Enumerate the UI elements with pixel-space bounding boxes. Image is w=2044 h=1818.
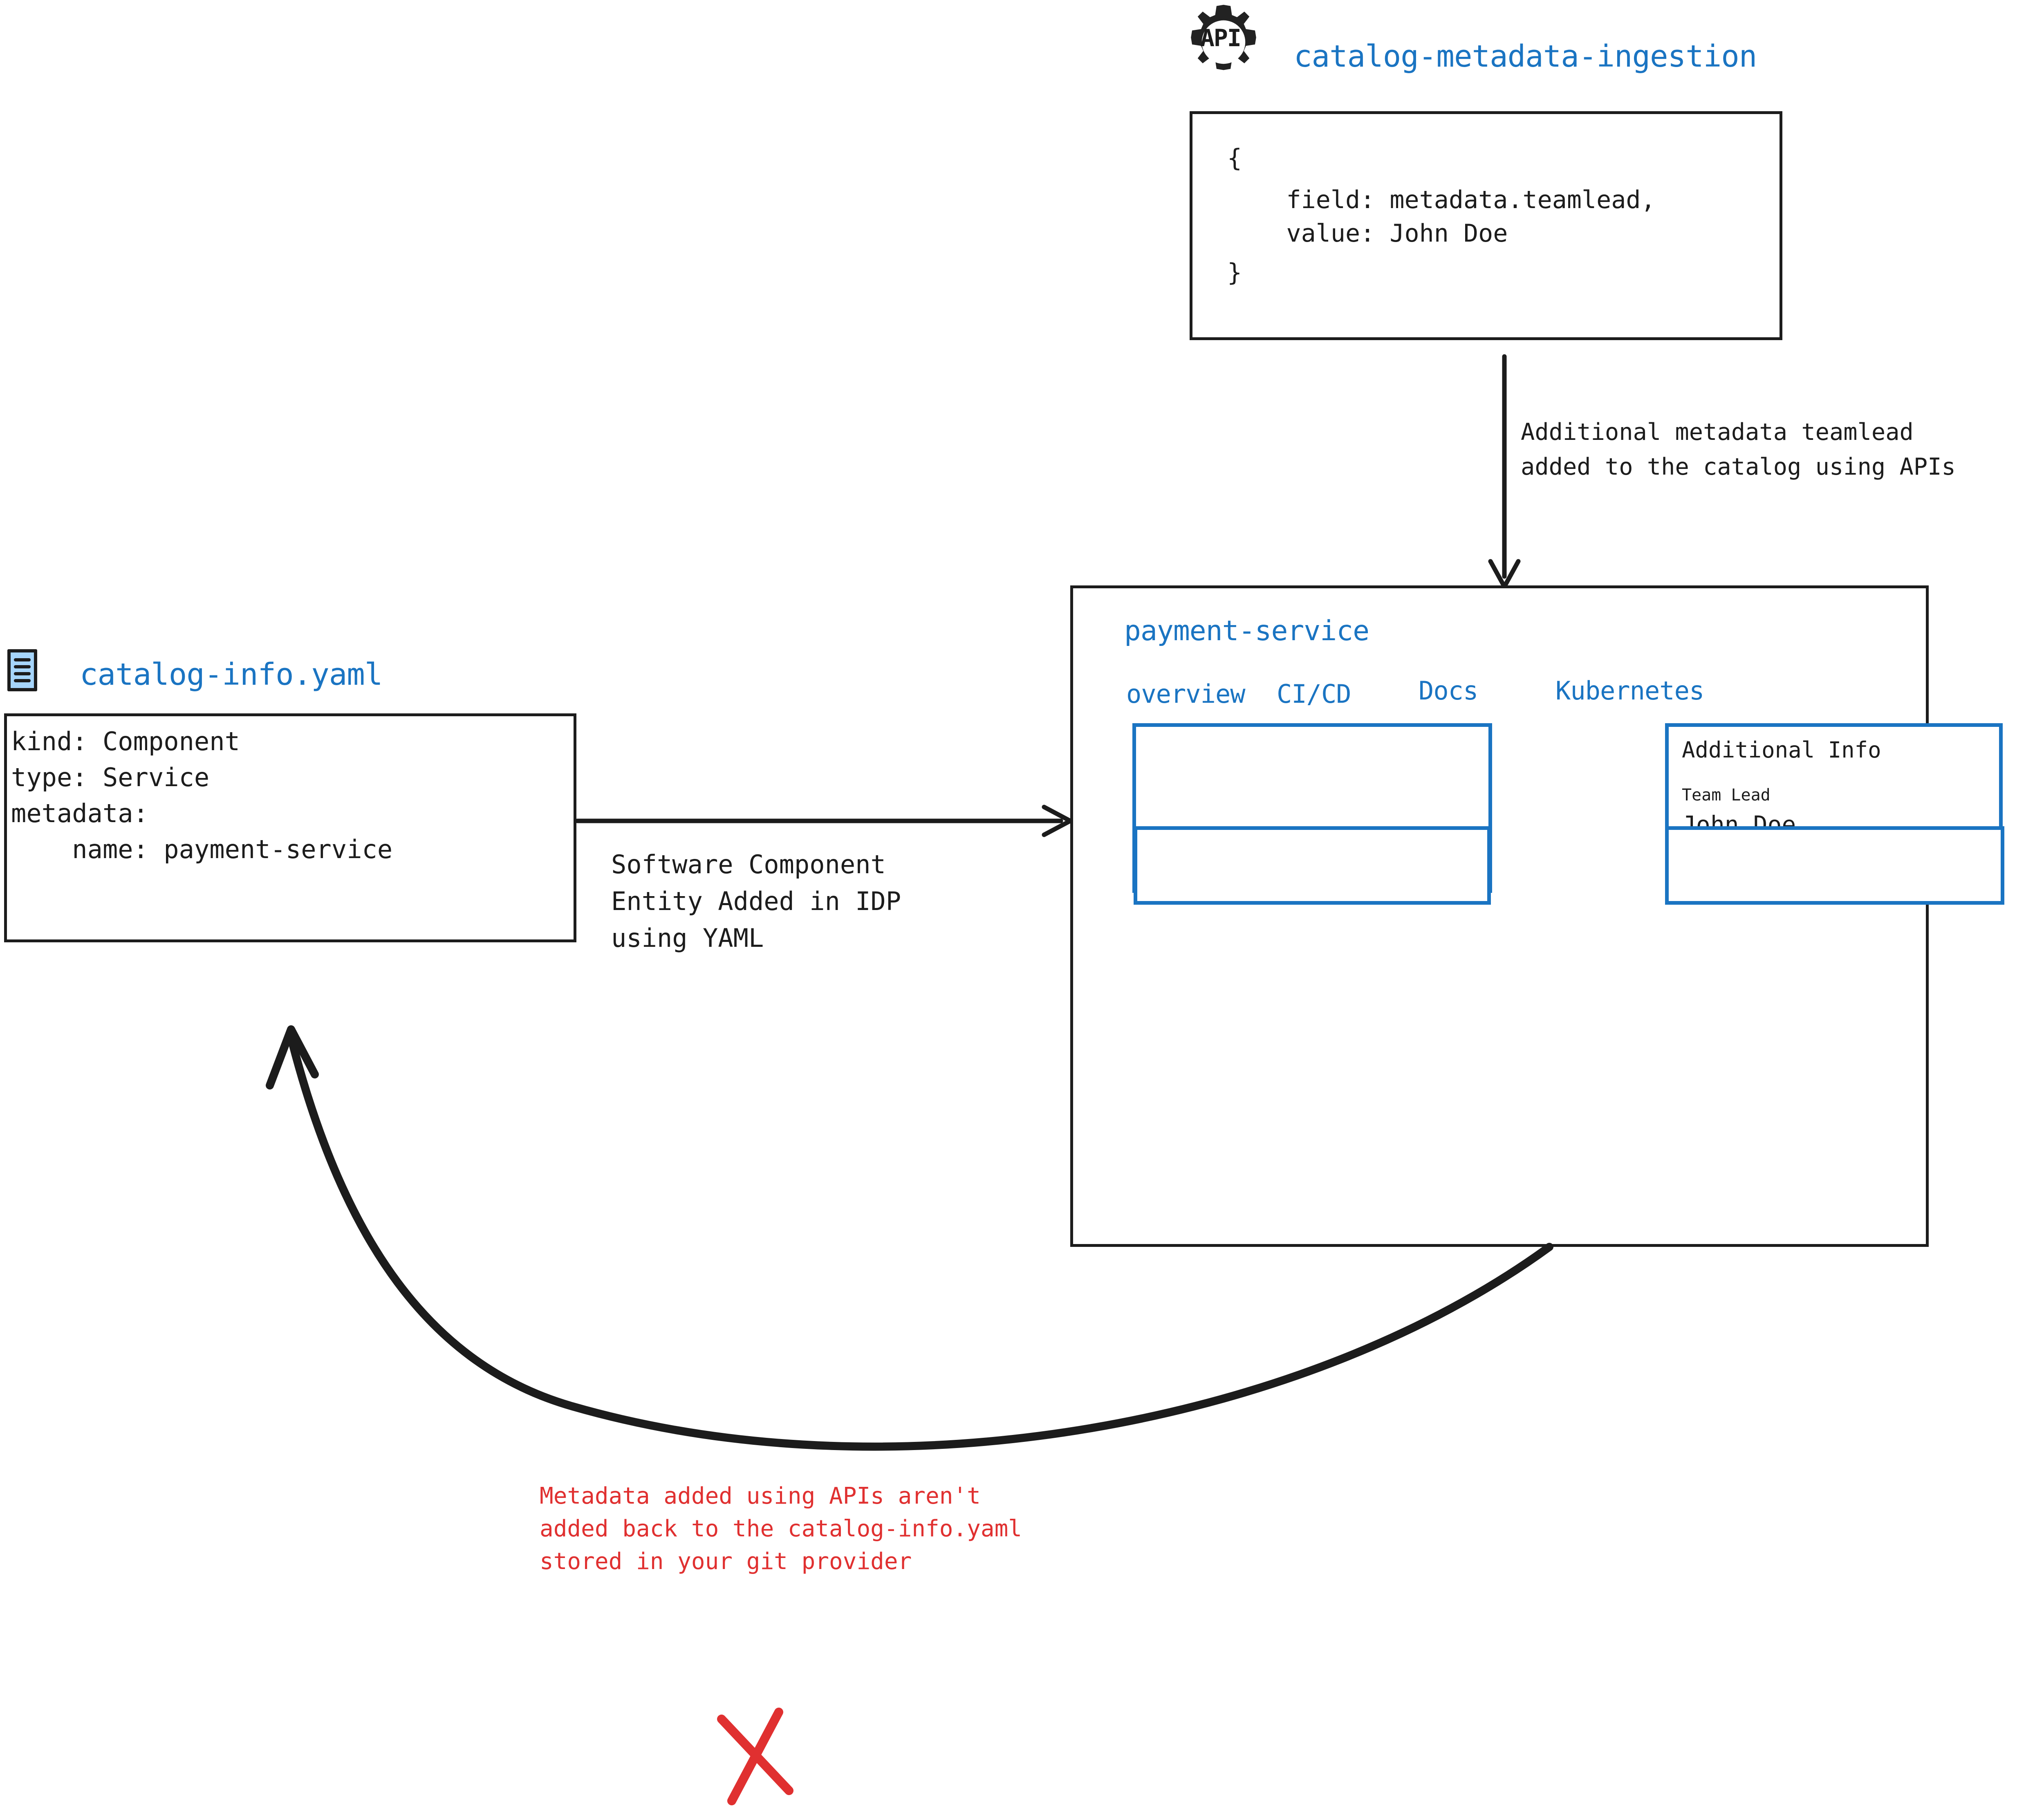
yaml-line-2: type: Service [11, 762, 210, 792]
red-cross-icon [717, 1708, 793, 1805]
bottom-right-card[interactable] [1665, 826, 2004, 905]
tab-kubernetes[interactable]: Kubernetes [1555, 676, 1704, 706]
yaml-content-box: kind: Component type: Service metadata: … [4, 713, 576, 942]
yaml-to-panel-arrow [575, 805, 1073, 837]
api-payload-line-4: } [1227, 258, 1242, 287]
warning-line-2: added back to the catalog-info.yaml [540, 1515, 1022, 1542]
tab-overview[interactable]: overview [1126, 679, 1246, 709]
tab-docs[interactable]: Docs [1419, 676, 1478, 706]
api-arrow-label-line-2: added to the catalog using APIs [1521, 453, 1956, 480]
warning-line-1: Metadata added using APIs aren't [540, 1483, 981, 1509]
api-to-panel-arrow [1488, 354, 1521, 589]
yaml-line-3: metadata: [11, 798, 148, 828]
api-payload-line-2: field: metadata.teamlead, [1227, 186, 1656, 214]
yaml-source-title: catalog-info.yaml [80, 657, 383, 692]
bottom-left-card[interactable] [1134, 826, 1491, 905]
api-payload-line-3: value: John Doe [1227, 219, 1508, 248]
yaml-line-4: name: payment-service [11, 834, 393, 864]
tab-ci-cd[interactable]: CI/CD [1277, 679, 1351, 709]
warning-line-3: stored in your git provider [540, 1548, 912, 1575]
yaml-file-icon [7, 649, 37, 691]
idp-entity-panel: payment-service overview CI/CD Docs Kube… [1070, 585, 2004, 1247]
yaml-arrow-label-line-1: Software Component [611, 850, 886, 879]
api-payload-box: { field: metadata.teamlead, value: John … [1190, 111, 1782, 340]
api-gear-icon: API [1185, 3, 1262, 81]
yaml-arrow-label-line-3: using YAML [611, 923, 764, 953]
additional-info-heading: Additional Info [1682, 737, 1881, 763]
team-lead-label: Team Lead [1682, 786, 1771, 805]
api-source-title: catalog-metadata-ingestion [1294, 39, 1757, 74]
panel-title: payment-service [1124, 615, 1369, 647]
api-payload-line-1: { [1227, 144, 1242, 173]
api-icon-label: API [1200, 24, 1242, 52]
feedback-curve-arrow [266, 1025, 1553, 1451]
yaml-arrow-label-line-2: Entity Added in IDP [611, 886, 901, 916]
yaml-line-1: kind: Component [11, 726, 240, 756]
api-arrow-label-line-1: Additional metadata teamlead [1521, 419, 1914, 446]
